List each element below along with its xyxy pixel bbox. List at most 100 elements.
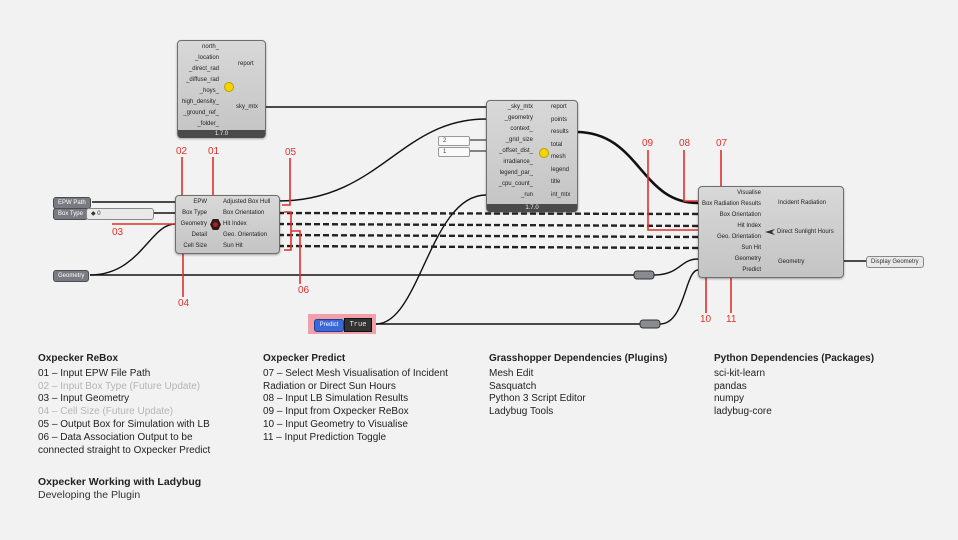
legend-item: numpy bbox=[714, 393, 745, 405]
pred-in-5[interactable]: Sun Hit bbox=[741, 245, 761, 251]
sky-in-4[interactable]: _hoys_ bbox=[199, 88, 219, 94]
wire-results bbox=[575, 130, 699, 205]
rebox-in-0[interactable]: EPW bbox=[193, 199, 207, 205]
pred-out-1[interactable]: Direct Sunlight Hours bbox=[777, 229, 834, 235]
pred-in-3[interactable]: Hit Index bbox=[737, 223, 761, 229]
rad-out-7[interactable]: int_mtx bbox=[551, 192, 571, 198]
sky-in-0[interactable]: north_ bbox=[201, 44, 219, 50]
rad-in-7[interactable]: _cpu_count_ bbox=[498, 181, 533, 187]
sky-out-1[interactable]: sky_mtx bbox=[236, 104, 259, 110]
sky-in-7[interactable]: _folder_ bbox=[197, 121, 219, 127]
label-05: 05 bbox=[285, 147, 297, 158]
oxpecker-predict-component[interactable]: Visualise Box Radiation Results Box Orie… bbox=[698, 186, 844, 278]
rad-version: 1.7.0 bbox=[487, 204, 577, 212]
label-07: 07 bbox=[716, 138, 728, 149]
offset-panel[interactable]: 1 bbox=[438, 147, 470, 157]
rad-out-1[interactable]: points bbox=[551, 117, 568, 123]
rebox-in-4[interactable]: Cell Size bbox=[183, 243, 207, 249]
bird-icon bbox=[765, 229, 775, 235]
rad-in-4[interactable]: _offset_dist_ bbox=[499, 148, 533, 154]
oxpecker-icon bbox=[210, 219, 221, 230]
rad-in-8[interactable]: _run bbox=[520, 192, 533, 198]
sun-icon bbox=[539, 148, 549, 158]
geometry-param[interactable]: Geometry bbox=[53, 270, 90, 282]
oxpecker-rebox-component[interactable]: EPW Box Type Geometry Detail Cell Size A… bbox=[175, 195, 280, 254]
sky-out-0[interactable]: report bbox=[238, 61, 254, 67]
rad-in-2[interactable]: context_ bbox=[510, 126, 533, 132]
rebox-in-3[interactable]: Detail bbox=[191, 232, 207, 238]
legend-predict-title: Oxpecker Predict bbox=[263, 353, 346, 364]
legend-python: Python Dependencies (Packages) sci-kit-l… bbox=[714, 353, 874, 419]
pred-in-2[interactable]: Box Orientation bbox=[719, 212, 761, 218]
rad-out-2[interactable]: results bbox=[551, 129, 569, 135]
legend-item: 11 – Input Prediction Toggle bbox=[263, 431, 387, 443]
pred-out-0[interactable]: Incident Radiation bbox=[778, 200, 827, 206]
footer-subtitle: Developing the Plugin bbox=[38, 489, 141, 501]
legend-grasshopper: Grasshopper Dependencies (Plugins) Mesh … bbox=[489, 353, 667, 419]
rad-out-0[interactable]: report bbox=[551, 104, 567, 110]
sky-matrix-component[interactable]: north_ _location _direct_rad _diffuse_ra… bbox=[177, 40, 266, 138]
rebox-out-2[interactable]: Hit Index bbox=[223, 221, 247, 227]
rad-in-3[interactable]: _grid_size bbox=[505, 137, 533, 143]
label-08: 08 bbox=[679, 138, 691, 149]
legend-item: 08 – Input LB Simulation Results bbox=[263, 393, 409, 405]
sun-icon bbox=[224, 82, 234, 92]
label-01: 01 bbox=[208, 146, 220, 157]
grid-size-panel[interactable]: 2 bbox=[438, 136, 470, 146]
legend-grasshopper-title: Grasshopper Dependencies (Plugins) bbox=[489, 353, 668, 364]
rebox-out-1[interactable]: Box Orientation bbox=[223, 210, 265, 216]
label-11: 11 bbox=[726, 314, 737, 325]
sky-version: 1.7.0 bbox=[178, 130, 265, 138]
legend-item: 04 – Cell Size (Future Update) bbox=[38, 406, 174, 418]
legend-item: pandas bbox=[714, 380, 747, 392]
pred-out-2[interactable]: Geometry bbox=[778, 259, 805, 265]
display-geometry-param[interactable]: Display Geometry bbox=[866, 256, 924, 268]
legend-item: 07 – Select Mesh Visualisation of Incide… bbox=[263, 367, 448, 379]
sky-in-5[interactable]: high_density_ bbox=[181, 99, 219, 105]
pred-in-4[interactable]: Geo. Orientation bbox=[716, 234, 761, 240]
rad-out-6[interactable]: title bbox=[551, 179, 561, 185]
rad-in-0[interactable]: _sky_mtx bbox=[507, 104, 533, 110]
legend-rebox: Oxpecker ReBox 01 – Input EPW File Path … bbox=[38, 353, 210, 457]
sky-in-2[interactable]: _direct_rad bbox=[188, 66, 219, 72]
rad-in-5[interactable]: irradiance_ bbox=[503, 159, 533, 165]
legend-predict: Oxpecker Predict 07 – Select Mesh Visual… bbox=[263, 353, 448, 445]
wire-predict-b bbox=[659, 269, 699, 325]
rad-out-4[interactable]: mesh bbox=[551, 154, 566, 160]
sky-in-3[interactable]: _diffuse_rad bbox=[186, 77, 219, 83]
rad-in-6[interactable]: legend_par_ bbox=[499, 170, 533, 176]
legend-python-title: Python Dependencies (Packages) bbox=[714, 353, 875, 364]
box-type-param[interactable]: Box Type bbox=[53, 208, 88, 220]
footer: Oxpecker Working with Ladybug Developing… bbox=[38, 476, 201, 502]
pred-in-0[interactable]: Visualise bbox=[737, 190, 761, 196]
sky-in-6[interactable]: _ground_ref_ bbox=[183, 110, 219, 116]
radiation-study-component[interactable]: _sky_mtx _geometry context_ _grid_size _… bbox=[486, 100, 578, 212]
wire-geo-orientation bbox=[277, 233, 699, 239]
rebox-out-3[interactable]: Geo. Orientation bbox=[223, 232, 268, 238]
rad-out-3[interactable]: total bbox=[551, 142, 563, 148]
legend-item: 06 – Data Association Output to be bbox=[38, 431, 193, 443]
label-10: 10 bbox=[700, 314, 712, 325]
rebox-out-0[interactable]: Adjusted Box Hull bbox=[223, 199, 271, 205]
legend-rebox-title: Oxpecker ReBox bbox=[38, 353, 119, 364]
footer-title: Oxpecker Working with Ladybug bbox=[38, 476, 202, 488]
pred-in-1[interactable]: Box Radiation Results bbox=[701, 201, 761, 207]
pred-in-6[interactable]: Geometry bbox=[734, 256, 761, 262]
sky-in-1[interactable]: _location bbox=[194, 55, 219, 61]
legend-item: 01 – Input EPW File Path bbox=[38, 367, 151, 379]
rebox-in-1[interactable]: Box Type bbox=[182, 210, 207, 216]
wire-hit-index bbox=[277, 222, 699, 228]
predict-toggle-button[interactable]: Predict bbox=[314, 319, 344, 332]
rad-out-5[interactable]: legend bbox=[551, 167, 570, 173]
pred-in-7[interactable]: Predict bbox=[742, 267, 761, 273]
wire-run bbox=[375, 194, 487, 325]
rad-in-1[interactable]: _geometry bbox=[504, 115, 533, 121]
predict-toggle-value[interactable]: True bbox=[344, 318, 372, 332]
rebox-out-4[interactable]: Sun Hit bbox=[223, 243, 243, 249]
legend-item: connected straight to Oxpecker Predict bbox=[38, 444, 211, 456]
box-type-slider[interactable]: ◆ 0 bbox=[86, 208, 154, 220]
legend-item: 05 – Output Box for Simulation with LB bbox=[38, 418, 210, 430]
legend-item: Radiation or Direct Sun Hours bbox=[263, 380, 396, 392]
legend-item: Mesh Edit bbox=[489, 367, 534, 379]
rebox-in-2[interactable]: Geometry bbox=[180, 221, 207, 227]
